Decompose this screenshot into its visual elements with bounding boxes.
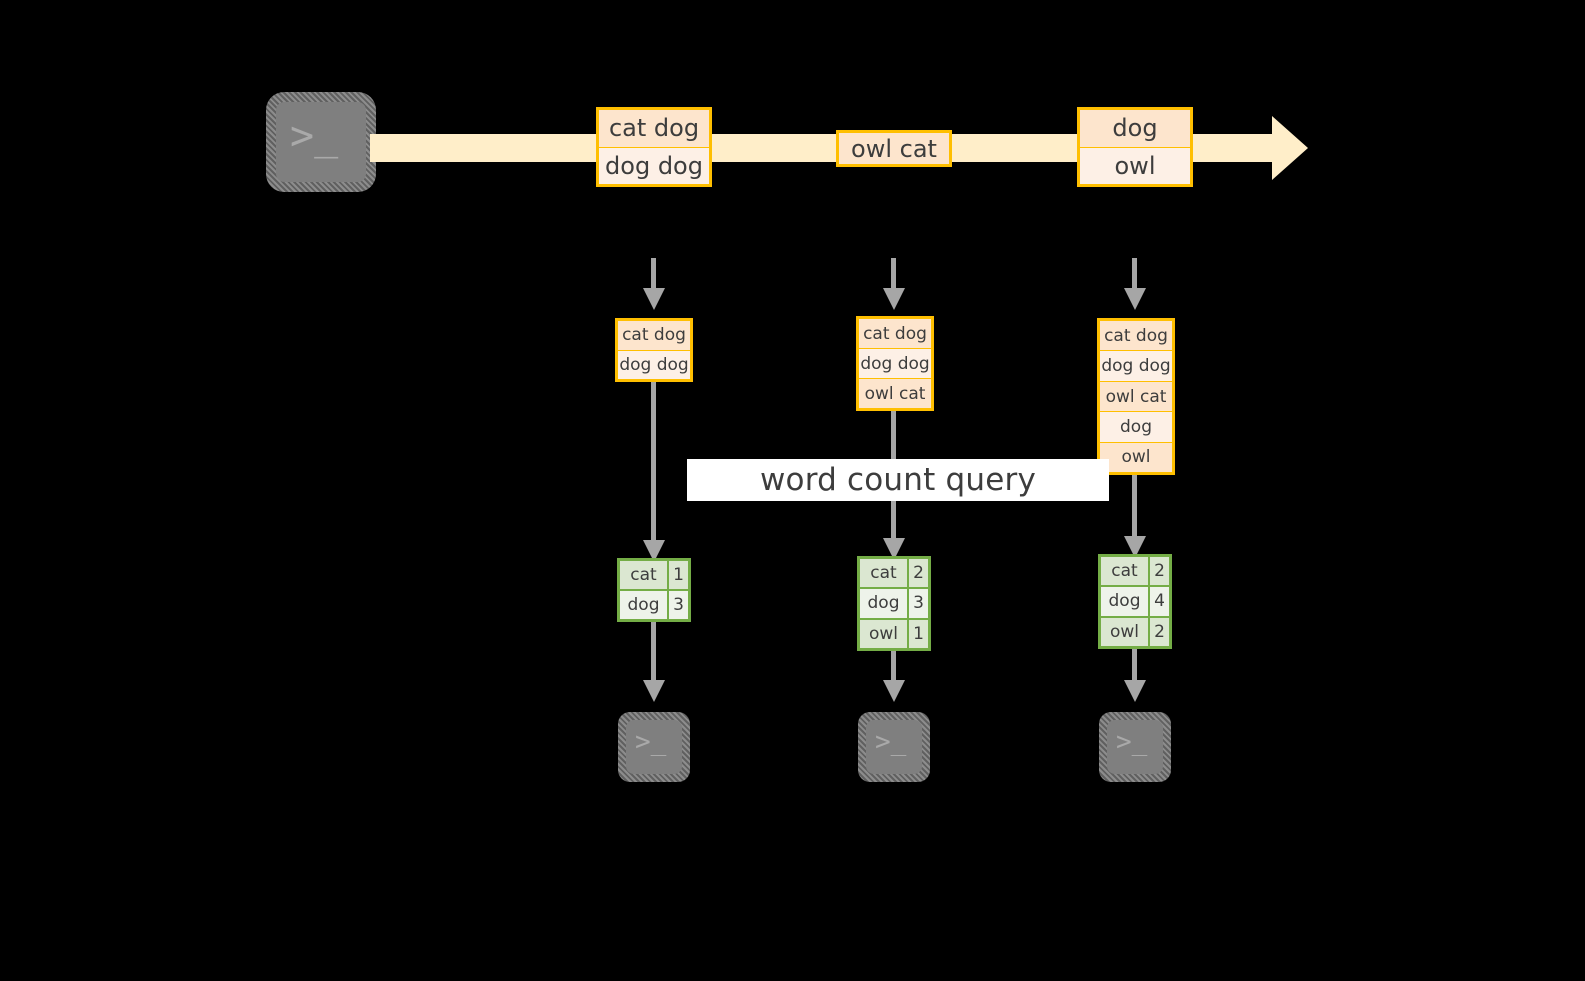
arrow-head-icon — [643, 540, 665, 562]
stream-message-batch-2[interactable]: owl cat — [836, 130, 952, 167]
source-terminal-icon[interactable]: >_ — [266, 92, 376, 192]
terminal-screen: >_ — [1107, 720, 1163, 774]
result-row: cat 2 — [860, 559, 928, 590]
result-row: dog 3 — [860, 589, 928, 620]
stream-to-table-connector-2 — [891, 258, 896, 292]
result-row: dog 4 — [1101, 587, 1169, 618]
arrow-head-icon — [643, 680, 665, 702]
result-word: dog — [620, 591, 669, 619]
result-table-1[interactable]: cat 1 dog 3 — [617, 558, 691, 622]
result-row: cat 2 — [1101, 557, 1169, 588]
message-line: owl — [1080, 147, 1190, 184]
accumulated-input-table-2[interactable]: cat dog dog dog owl cat — [856, 316, 934, 411]
arrow-head-icon — [1124, 680, 1146, 702]
result-word: cat — [620, 561, 669, 589]
accumulated-input-table-3[interactable]: cat dog dog dog owl cat dog owl — [1097, 318, 1175, 475]
terminal-prompt-glyph: >_ — [1116, 727, 1148, 757]
input-row: owl cat — [1100, 381, 1172, 413]
input-row: cat dog — [1100, 321, 1172, 352]
message-line: owl cat — [839, 133, 949, 164]
terminal-prompt-glyph: >_ — [290, 113, 339, 159]
result-word: cat — [860, 559, 909, 588]
result-row: dog 3 — [620, 591, 688, 619]
accumulated-input-table-1[interactable]: cat dog dog dog — [615, 318, 693, 382]
input-row: dog dog — [859, 349, 931, 379]
input-row: dog — [1100, 412, 1172, 443]
result-count: 2 — [1150, 617, 1169, 646]
result-count: 2 — [909, 559, 928, 588]
message-line: dog — [1080, 110, 1190, 148]
stream-to-table-connector-3 — [1132, 258, 1137, 292]
message-line: dog dog — [599, 147, 709, 184]
query-connector-1 — [651, 382, 656, 547]
input-row: dog dog — [1100, 351, 1172, 382]
terminal-prompt-glyph: >_ — [635, 727, 667, 757]
arrow-head-icon — [883, 680, 905, 702]
input-row: owl — [1100, 442, 1172, 473]
stream-arrow-head-icon — [1272, 116, 1308, 180]
result-table-2[interactable]: cat 2 dog 3 owl 1 — [857, 556, 931, 651]
result-count: 1 — [909, 619, 928, 648]
result-word: dog — [860, 589, 909, 618]
arrow-head-icon — [883, 288, 905, 310]
terminal-screen: >_ — [866, 720, 922, 774]
result-table-3[interactable]: cat 2 dog 4 owl 2 — [1098, 554, 1172, 649]
message-line: cat dog — [599, 110, 709, 148]
stream-message-batch-1[interactable]: cat dog dog dog — [596, 107, 712, 187]
query-label: word count query — [687, 459, 1109, 501]
terminal-prompt-glyph: >_ — [875, 727, 907, 757]
result-count: 4 — [1150, 587, 1169, 616]
result-count: 3 — [669, 591, 688, 619]
arrow-head-icon — [1124, 536, 1146, 558]
sink-terminal-icon-3[interactable]: >_ — [1099, 712, 1171, 782]
query-connector-3 — [1132, 475, 1137, 545]
sink-terminal-icon-1[interactable]: >_ — [618, 712, 690, 782]
arrow-head-icon — [643, 288, 665, 310]
input-row: owl cat — [859, 379, 931, 408]
result-row: cat 1 — [620, 561, 688, 591]
result-word: cat — [1101, 557, 1150, 586]
terminal-screen: >_ — [276, 102, 366, 182]
result-row: owl 2 — [1101, 617, 1169, 646]
stream-message-batch-3[interactable]: dog owl — [1077, 107, 1193, 187]
result-to-sink-connector-2 — [891, 651, 896, 687]
stream-to-table-connector-1 — [651, 258, 656, 292]
result-word: owl — [860, 619, 909, 648]
result-count: 3 — [909, 589, 928, 618]
result-row: owl 1 — [860, 619, 928, 648]
result-count: 1 — [669, 561, 688, 589]
arrow-head-icon — [1124, 288, 1146, 310]
input-row: cat dog — [618, 321, 690, 351]
terminal-screen: >_ — [626, 720, 682, 774]
arrow-head-icon — [883, 538, 905, 560]
result-to-sink-connector-1 — [651, 622, 656, 687]
input-row: cat dog — [859, 319, 931, 349]
result-to-sink-connector-3 — [1132, 649, 1137, 687]
result-count: 2 — [1150, 557, 1169, 586]
result-word: owl — [1101, 617, 1150, 646]
result-word: dog — [1101, 587, 1150, 616]
sink-terminal-icon-2[interactable]: >_ — [858, 712, 930, 782]
input-row: dog dog — [618, 350, 690, 379]
